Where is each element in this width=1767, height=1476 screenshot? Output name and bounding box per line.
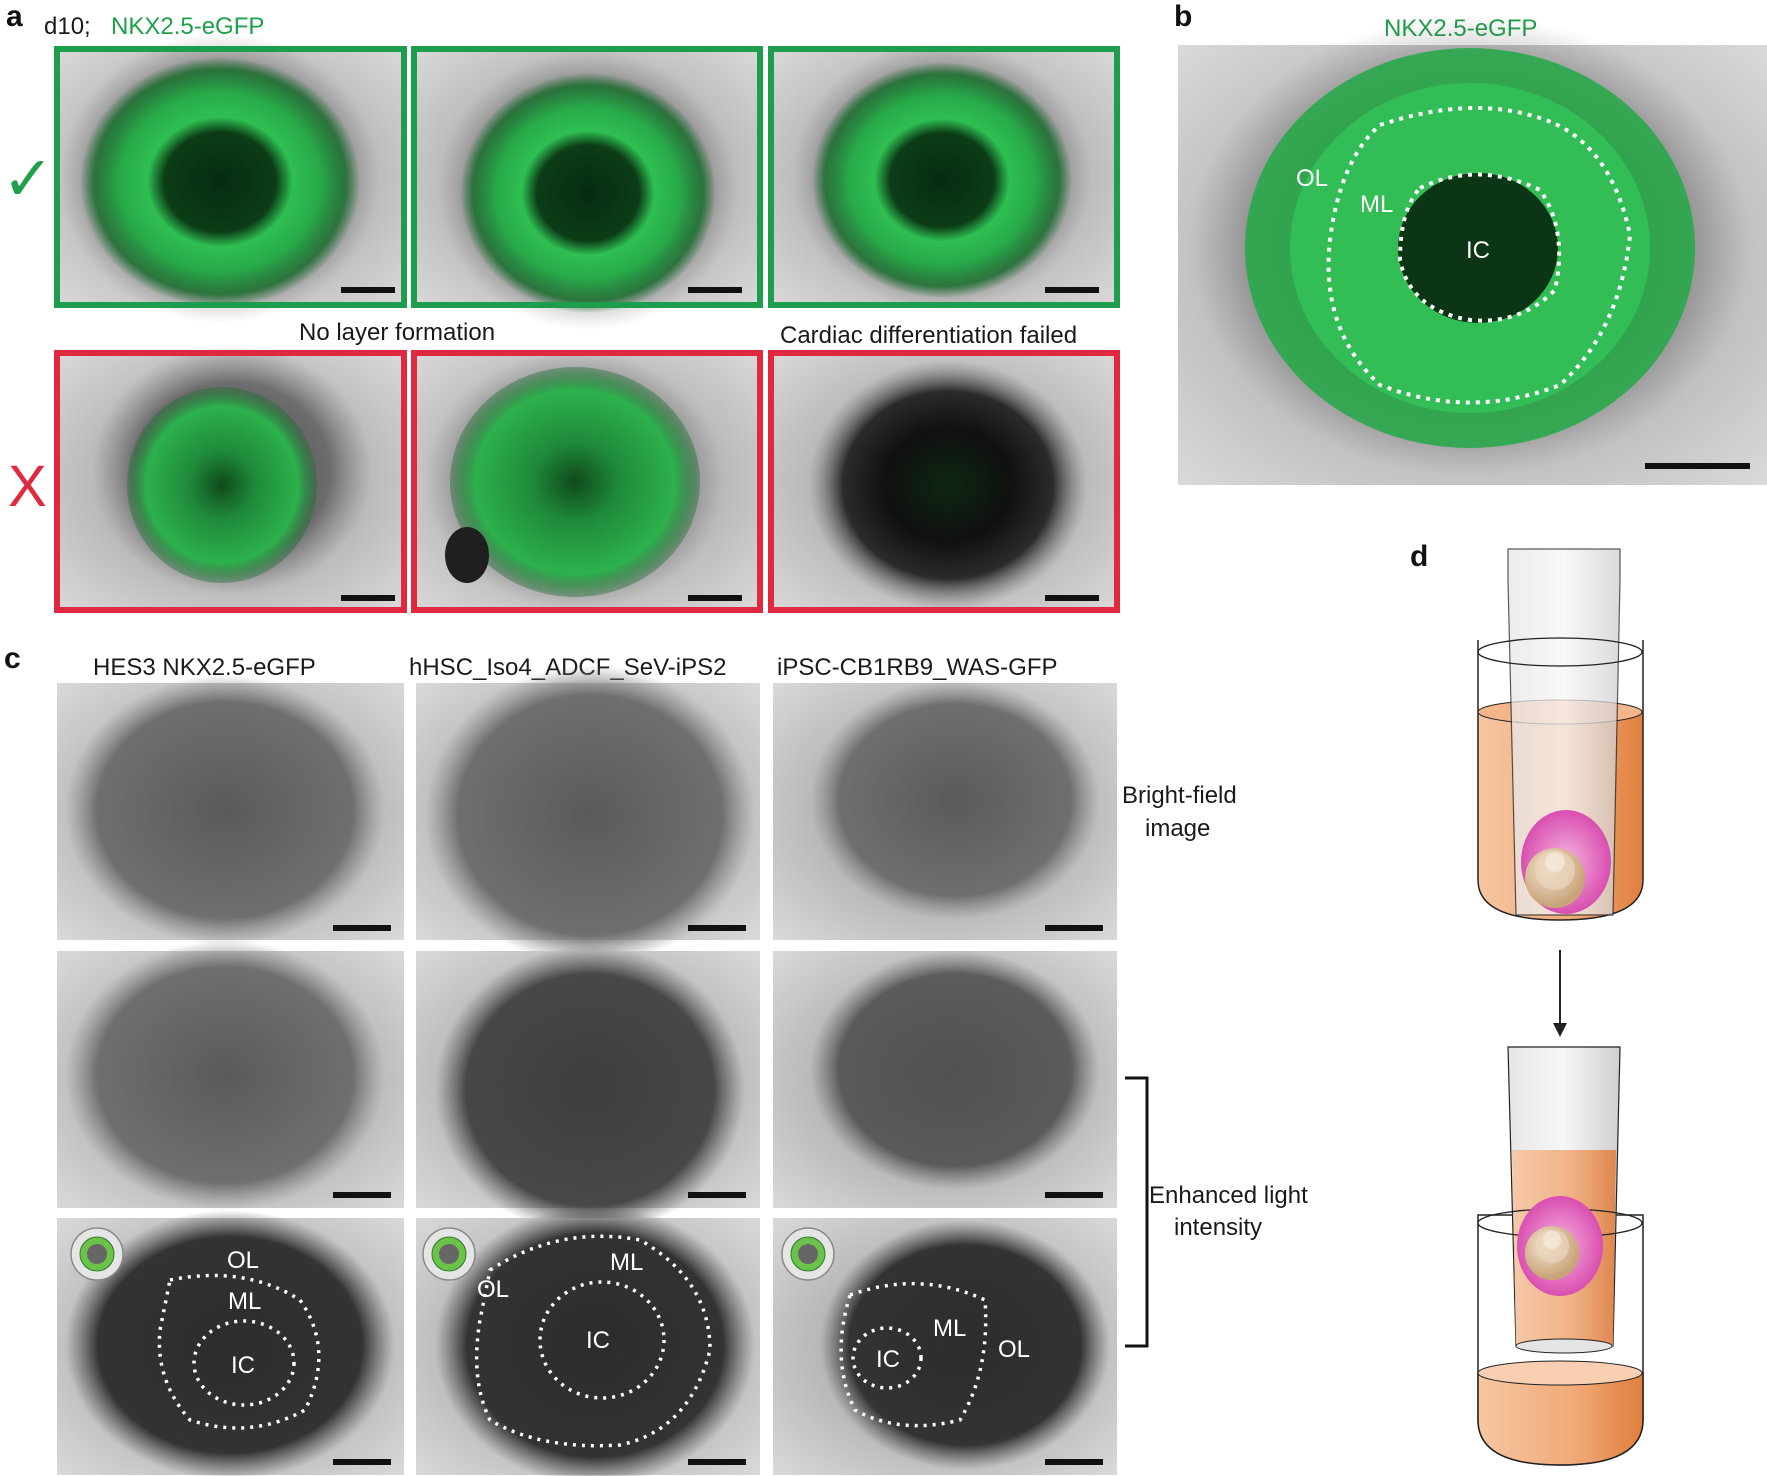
schematic-tube-lifted: [1477, 1046, 1644, 1466]
label-ml: ML: [610, 1249, 643, 1276]
micrograph-a-good-2: [411, 46, 763, 330]
label-ml: ML: [933, 1315, 966, 1342]
scale-bar: [688, 287, 742, 293]
label-ic: IC: [1466, 237, 1490, 264]
ic-outline: [1397, 172, 1562, 323]
scale-bar: [1045, 925, 1103, 931]
micrograph-c-3-1: OL ML IC: [57, 1210, 404, 1476]
scale-bar: [1645, 463, 1750, 469]
micrograph-c-3-3: OL ML IC: [773, 1218, 1117, 1475]
panel-c-row-brightfield: [57, 665, 1117, 965]
micrograph-a-bad-3: [768, 350, 1120, 613]
caption-cardiac-failed: Cardiac differentiation failed: [780, 322, 1077, 349]
panel-c-row-enhanced-1: [57, 940, 1117, 1235]
panel-a-day-label: d10;: [44, 13, 91, 40]
micrograph-c-2-2: [416, 945, 760, 1235]
scale-bar: [688, 925, 746, 931]
schematic-well-with-tube: [1477, 548, 1644, 921]
micrograph-c-1-2: [416, 665, 760, 965]
label-ol: OL: [477, 1276, 509, 1303]
organoid-schematic-icon: [422, 1227, 476, 1281]
label-ic: IC: [876, 1346, 900, 1373]
scale-bar: [341, 287, 395, 293]
micrograph-c-1-3: [773, 680, 1117, 940]
caption-no-layer: No layer formation: [299, 319, 495, 346]
label-ol: OL: [998, 1336, 1030, 1363]
micrograph-a-bad-2: [411, 350, 763, 613]
panel-d-letter: d: [1410, 540, 1428, 573]
row-label-brightfield-line1: Bright-field: [1122, 782, 1237, 809]
organoid-schematic-icon: [781, 1227, 835, 1281]
scale-bar: [341, 595, 395, 601]
panel-a-good-row: [54, 33, 1120, 330]
label-ml: ML: [228, 1288, 261, 1315]
panel-a-bad-row: [54, 345, 1120, 613]
label-ic: IC: [231, 1352, 255, 1379]
scale-bar: [333, 1192, 391, 1198]
micrograph-a-bad-1: [54, 345, 407, 613]
micrograph-a-good-1: [54, 33, 407, 323]
panel-c-row-enhanced-2: OL ML IC OL ML IC: [57, 1205, 1117, 1476]
panel-b-letter: b: [1174, 0, 1192, 33]
micrograph-c-3-2: OL ML IC: [416, 1205, 760, 1476]
row-label-enhanced-line1: Enhanced light: [1149, 1182, 1308, 1209]
column-header-3: iPSC-CB1RB9_WAS-GFP: [777, 654, 1058, 681]
label-ol: OL: [1296, 165, 1328, 192]
panel-c-letter: c: [4, 642, 21, 675]
micrograph-c-2-3: [773, 950, 1117, 1208]
scale-bar: [688, 595, 742, 601]
checkmark-icon: ✓: [2, 145, 54, 214]
row-label-brightfield-line2: image: [1145, 815, 1210, 842]
label-ic: IC: [586, 1327, 610, 1354]
micrograph-b: OL ML IC: [1178, 15, 1767, 485]
scale-bar: [1045, 1192, 1103, 1198]
label-ol: OL: [227, 1247, 259, 1274]
enhanced-bracket: [1125, 1076, 1149, 1348]
scale-bar: [688, 1459, 746, 1465]
scale-bar: [688, 1192, 746, 1198]
row-label-enhanced-line2: intensity: [1174, 1214, 1262, 1241]
panel-a-letter: a: [6, 0, 23, 33]
ml-outline: [1326, 106, 1633, 405]
organoid-schematic-icon: [70, 1227, 124, 1281]
cross-icon: X: [8, 454, 47, 519]
label-ml: ML: [1360, 191, 1393, 218]
micrograph-a-good-3: [768, 41, 1120, 311]
scale-bar: [333, 925, 391, 931]
micrograph-c-2-1: [57, 940, 404, 1210]
scale-bar: [1045, 595, 1099, 601]
micrograph-c-1-1: [57, 675, 404, 945]
scale-bar: [1045, 1459, 1103, 1465]
scale-bar: [333, 1459, 391, 1465]
scale-bar: [1045, 287, 1099, 293]
